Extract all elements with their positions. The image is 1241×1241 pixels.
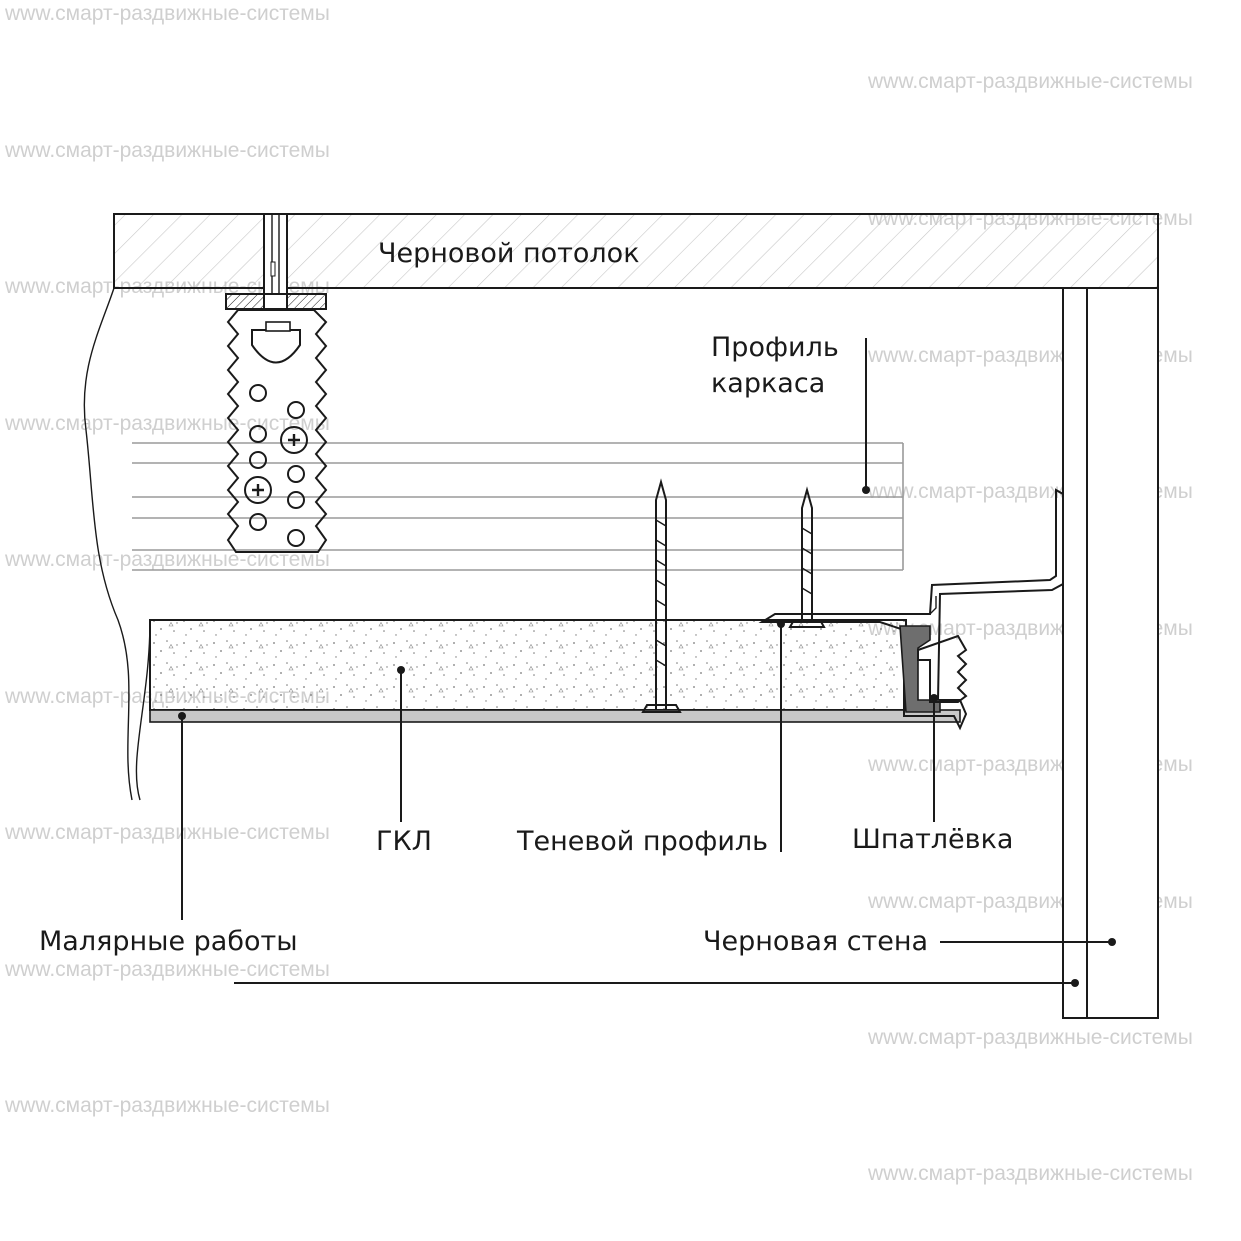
dowel-icon <box>917 634 968 703</box>
leader-lines <box>178 338 1116 987</box>
label-putty: Шпатлёвка <box>852 824 1013 855</box>
label-frame-profile: Профиль <box>711 332 839 363</box>
screw-icon <box>788 486 826 628</box>
watermark-text: www.смарт-раздвижные-системы <box>4 958 330 981</box>
paint-layer <box>149 709 961 723</box>
putty-fill <box>899 625 941 713</box>
shadow-profile <box>758 488 1064 731</box>
rough-wall <box>1062 287 1159 1019</box>
screw-icon <box>280 426 308 454</box>
watermark-text: www.смарт-раздвижные-системы <box>4 548 330 571</box>
watermark-text: www.смарт-раздвижные-системы <box>867 70 1193 93</box>
watermark-text: www.смарт-раздвижные-системы <box>867 1162 1193 1185</box>
screw-icon <box>244 476 272 504</box>
label-gkl: ГКЛ <box>376 826 432 857</box>
watermarks: www.смарт-раздвижные-системы www.смарт-р… <box>4 2 1193 1185</box>
screw-icon <box>641 478 682 713</box>
label-rough-wall: Черновая стена <box>703 926 928 957</box>
watermark-text: www.смарт-раздвижные-системы <box>4 2 330 25</box>
break-line <box>83 287 133 801</box>
frame-profile <box>132 442 904 571</box>
watermark-text: www.смарт-раздвижные-системы <box>4 1094 330 1117</box>
watermark-text: www.смарт-раздвижные-системы <box>4 821 330 844</box>
label-shadow-profile: Теневой профиль <box>516 826 768 857</box>
break-line <box>135 619 151 801</box>
label-frame-profile-line2: каркаса <box>711 368 825 399</box>
watermark-text: www.смарт-раздвижные-системы <box>867 1026 1193 1049</box>
label-painting: Малярные работы <box>39 926 298 957</box>
label-rough-ceiling: Черновой потолок <box>378 238 640 269</box>
gkl-board <box>149 619 907 711</box>
watermark-text: www.смарт-раздвижные-системы <box>4 139 330 162</box>
anchor-hanger-icon <box>225 213 328 553</box>
watermark-text: www.смарт-раздвижные-системы <box>4 412 330 435</box>
